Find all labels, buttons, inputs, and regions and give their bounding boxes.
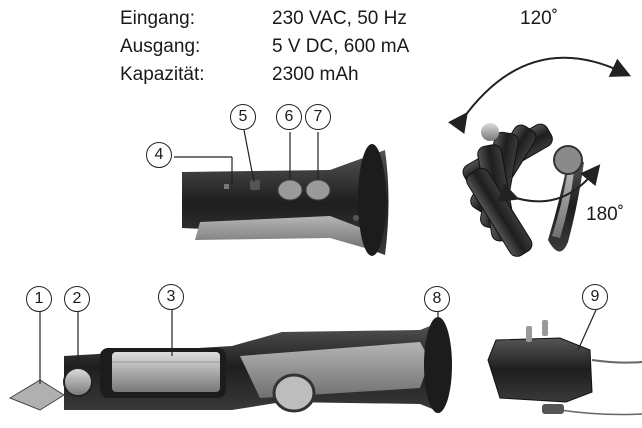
callout-1: 1: [26, 286, 52, 312]
callout-4: 4: [146, 142, 172, 168]
callout-3: 3: [158, 284, 184, 310]
angle-label-180: 180˚: [586, 204, 625, 225]
spec-value-input: 230 VAC, 50 Hz: [272, 8, 407, 29]
angle-label-120: 120˚: [520, 8, 559, 29]
spec-label-input: Eingang:: [120, 8, 196, 29]
lamp-full-illustration: [8, 308, 452, 413]
callout-9: 9: [582, 284, 608, 310]
switch-closeup-illustration: [174, 129, 389, 256]
spec-value-capacity: 2300 mAh: [272, 64, 359, 85]
spec-value-output: 5 V DC, 600 mA: [272, 36, 410, 57]
callout-8: 8: [424, 286, 450, 312]
spec-label-output: Ausgang:: [120, 36, 201, 57]
charger-illustration: [487, 309, 642, 416]
rotation-illustration: [448, 56, 632, 257]
callout-5: 5: [230, 104, 256, 130]
callout-6: 6: [276, 104, 302, 130]
spec-label-capacity: Kapazität:: [120, 64, 205, 85]
callout-2: 2: [64, 286, 90, 312]
callout-7: 7: [305, 104, 331, 130]
